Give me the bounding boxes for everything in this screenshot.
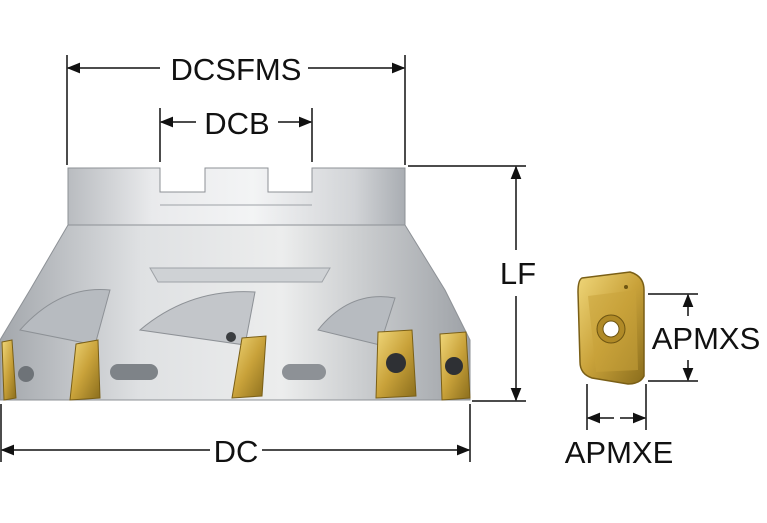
- insert-screw: [445, 357, 463, 375]
- cutter-bevel: [149, 267, 331, 283]
- insert: [231, 335, 267, 399]
- label-lf: LF: [500, 256, 536, 291]
- insert: [69, 339, 101, 401]
- dimension-labels: DCSFMS DCB LF DC APMXS APMXE: [171, 52, 761, 470]
- insert: [1, 339, 17, 401]
- chip-pocket: [138, 291, 256, 346]
- label-dcb: DCB: [204, 106, 269, 141]
- coolant-hole: [18, 366, 34, 382]
- insert-detail-dot: [624, 285, 628, 289]
- label-dc: DC: [214, 434, 259, 469]
- cutter-inserts: [1, 329, 471, 401]
- insert-detail: [577, 271, 645, 385]
- coolant-hole: [282, 364, 326, 380]
- cutter-shank: [67, 167, 406, 226]
- chip-pocket: [19, 289, 111, 346]
- insert-detail-hole: [602, 320, 620, 338]
- label-dcsfms: DCSFMS: [171, 52, 302, 87]
- coolant-hole: [110, 364, 158, 380]
- label-apmxs: APMXS: [652, 321, 761, 356]
- dimension-lines: [0, 55, 698, 462]
- chip-pocket: [317, 296, 396, 346]
- insert-screw: [386, 353, 406, 373]
- label-apmxe: APMXE: [565, 435, 674, 470]
- screw-hole: [226, 332, 236, 342]
- cutter-body: [0, 167, 471, 401]
